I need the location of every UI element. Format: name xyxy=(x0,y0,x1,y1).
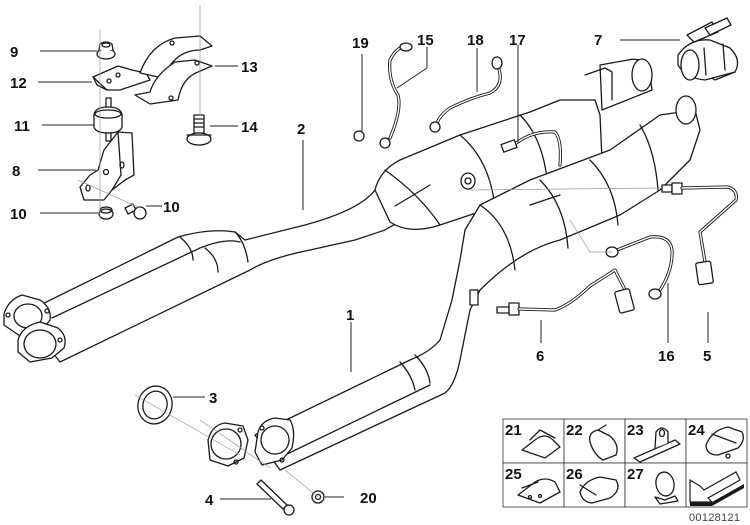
clip-24-icon xyxy=(705,426,744,459)
callout-18: 17 xyxy=(509,32,526,49)
leader-lines xyxy=(38,39,709,500)
callout-20: 19 xyxy=(352,35,369,52)
part-10-nut-top[interactable] xyxy=(96,41,116,60)
callout-3: 3 xyxy=(209,390,217,407)
clip-label-21: 21 xyxy=(505,422,522,439)
part-6-oxygen-sensor[interactable] xyxy=(469,182,738,286)
part-10-nut-bottom[interactable] xyxy=(98,206,114,220)
part-20-nut-small[interactable] xyxy=(353,130,365,142)
callout-6: 5 xyxy=(703,348,711,365)
clip-26-icon xyxy=(579,476,619,504)
part-3-gasket-ring[interactable] xyxy=(134,382,177,428)
callout-19: 18 xyxy=(467,32,484,49)
part-15-screw[interactable] xyxy=(186,114,212,146)
callout-7: 6 xyxy=(536,348,544,365)
clip-23-icon xyxy=(633,427,681,463)
callout-9: 8 xyxy=(12,163,20,180)
clip-label-22: 22 xyxy=(566,422,583,439)
clip-21-icon xyxy=(521,429,561,459)
part-8-pipe-clamp[interactable] xyxy=(677,17,739,81)
clip-grid: 21 22 23 24 25 26 27 xyxy=(502,418,748,508)
clip-label-24: 24 xyxy=(688,422,705,439)
clip-label-25: 25 xyxy=(505,466,522,483)
callout-14: 13 xyxy=(241,59,258,76)
part-14-clamp-strap[interactable] xyxy=(134,35,213,105)
part-11-rubber-mount[interactable] xyxy=(93,97,123,142)
clip-25-icon xyxy=(517,478,561,504)
callout-11: 11 xyxy=(14,118,30,135)
callout-16: 15 xyxy=(417,32,434,49)
part-16-ground-strap[interactable] xyxy=(379,42,413,149)
part-19-ground-strap[interactable] xyxy=(429,56,503,133)
callout-10-top: 9 xyxy=(10,44,18,61)
callout-12: 10 xyxy=(163,199,180,216)
direction-arrow-icon xyxy=(689,471,744,506)
part-17-ground-strap[interactable] xyxy=(569,219,674,300)
callout-4: 4 xyxy=(205,492,214,509)
reference-number: 00128121 xyxy=(689,512,740,524)
part-4-bolt[interactable] xyxy=(256,479,295,516)
callout-17: 16 xyxy=(658,348,675,365)
part-18-sensor-lead[interactable] xyxy=(500,130,563,167)
callout-labels: 9 12 13 11 14 8 10 10 2 19 15 18 17 7 1 … xyxy=(10,32,711,509)
part-9-bracket[interactable] xyxy=(79,131,135,201)
mounting-hardware-group xyxy=(77,5,213,220)
part-13-holder[interactable] xyxy=(92,65,151,91)
part-12-bolt[interactable] xyxy=(124,203,147,220)
clip-label-23: 23 xyxy=(627,422,644,439)
callout-1: 1 xyxy=(346,307,354,324)
part-7-oxygen-sensor[interactable] xyxy=(496,268,635,316)
clip-27-icon xyxy=(654,471,679,505)
callout-13: 12 xyxy=(10,75,27,92)
clip-22-icon xyxy=(589,424,618,461)
callout-2: 2 xyxy=(297,121,305,138)
clip-label-26: 26 xyxy=(566,466,583,483)
callout-8: 7 xyxy=(594,32,602,49)
callout-15: 14 xyxy=(241,119,258,136)
callout-5: 20 xyxy=(360,490,377,507)
clip-label-27: 27 xyxy=(627,466,644,483)
callout-10-bottom: 10 xyxy=(10,206,27,223)
